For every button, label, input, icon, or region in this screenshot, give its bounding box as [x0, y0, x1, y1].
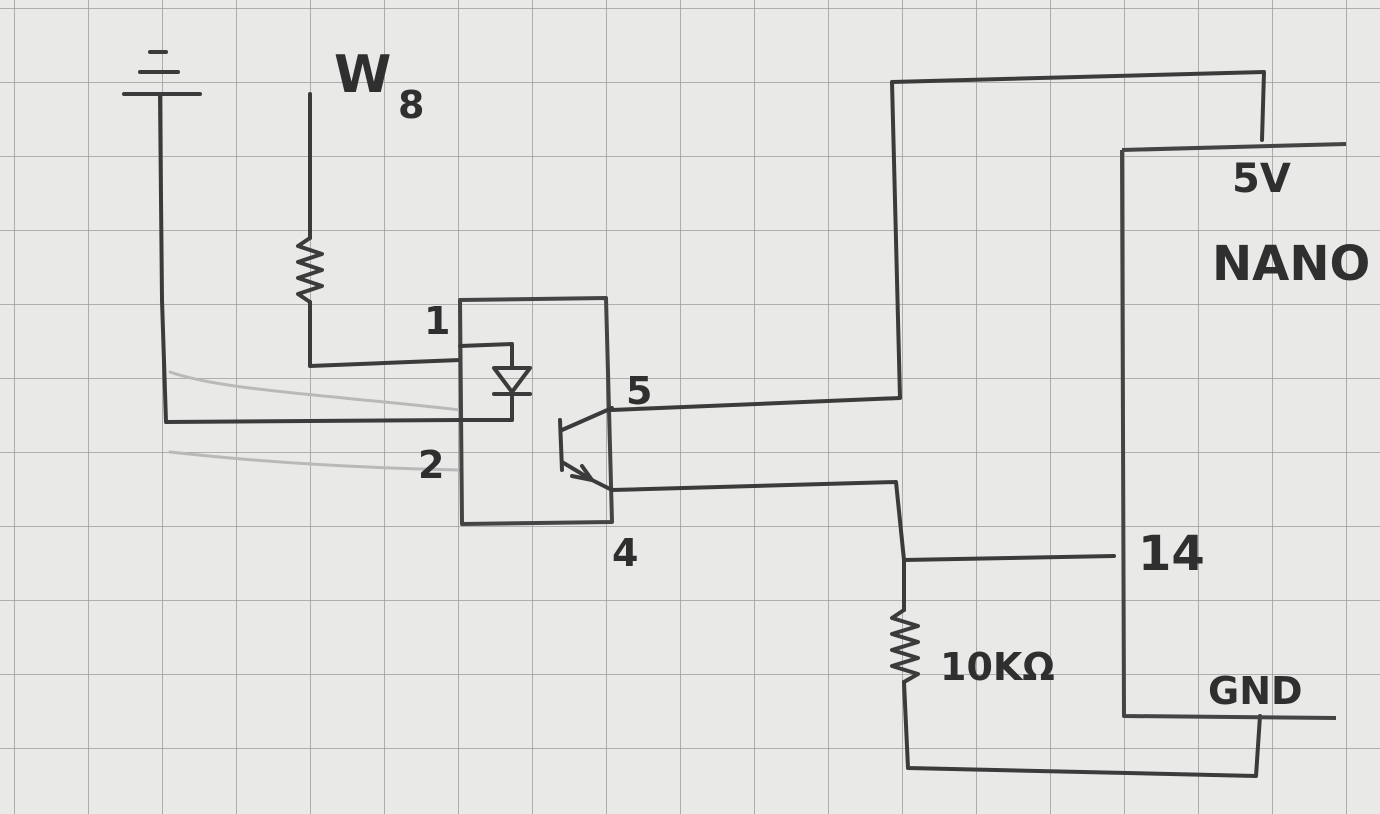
resistor-pulldown [890, 608, 920, 684]
erased-trace-2 [168, 450, 462, 472]
ground-wire [158, 94, 462, 424]
supply-label: W [334, 45, 391, 105]
pin-4-label: 4 [612, 531, 638, 575]
erased-trace [168, 370, 462, 412]
pin-5v-label: 5V [1232, 156, 1291, 202]
led-symbol [458, 342, 532, 422]
ground-symbol [122, 50, 202, 96]
pin-5-label: 5 [626, 369, 652, 413]
emitter-wire [610, 480, 1116, 562]
pin-14-label: 14 [1138, 526, 1205, 582]
ground-return-wire [902, 680, 1262, 778]
board-name-label: NANO [1212, 236, 1370, 292]
pin-2-label: 2 [418, 443, 444, 487]
pin-gnd-label: GND [1208, 669, 1303, 713]
collector-wire [610, 70, 1266, 412]
optocoupler-body [458, 296, 614, 526]
supply-subscript: 8 [398, 83, 424, 127]
resistor-input [296, 236, 324, 304]
supply-wire-bottom [308, 300, 462, 368]
resistor-value-label: 10KΩ [940, 645, 1055, 689]
phototransistor-symbol [558, 406, 614, 492]
nano-board [1120, 142, 1347, 720]
pin-1-label: 1 [424, 299, 450, 343]
